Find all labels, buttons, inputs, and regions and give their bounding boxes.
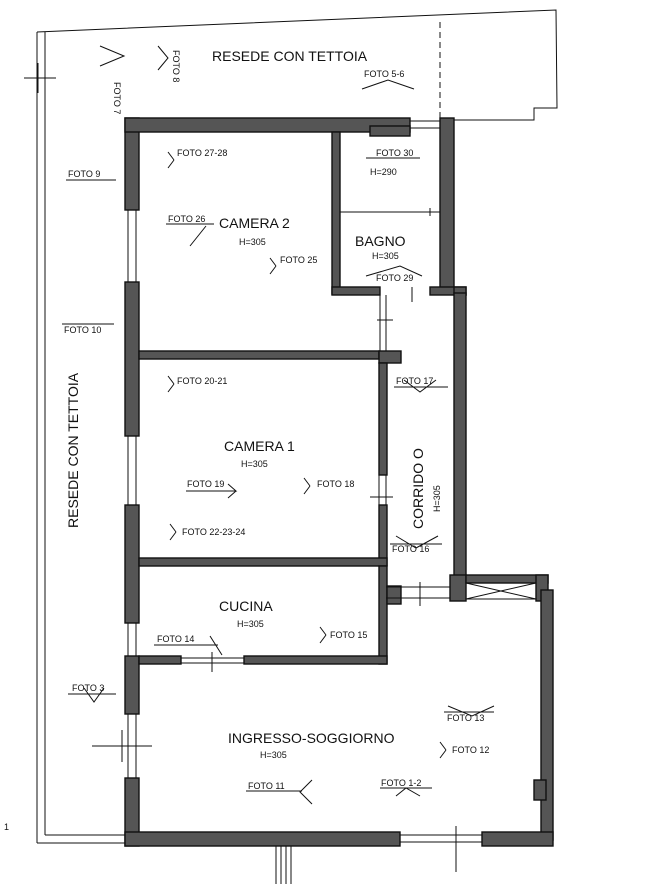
label-resede-left: RESEDE CON TETTOIA — [65, 372, 81, 528]
walls — [124, 117, 554, 847]
label-cucina: CUCINA — [219, 598, 273, 614]
label-foto-14: FOTO 14 — [157, 634, 194, 644]
label-camera-2: CAMERA 2 — [219, 215, 290, 231]
label-foto-27-28: FOTO 27-28 — [177, 148, 227, 158]
height-soggiorno: H=305 — [260, 750, 287, 760]
label-foto-29: FOTO 29 — [376, 273, 413, 283]
label-foto-9: FOTO 9 — [68, 169, 100, 179]
label-foto-1-2: FOTO 1-2 — [381, 778, 421, 788]
label-foto-10: FOTO 10 — [64, 325, 101, 335]
height-corridoio: H=305 — [432, 485, 442, 512]
height-bagno: H=305 — [372, 251, 399, 261]
property-boundary — [24, 9, 558, 844]
height-cucina: H=305 — [237, 619, 264, 629]
photo-markers — [62, 45, 495, 805]
label-foto-11: FOTO 11 — [248, 781, 285, 791]
label-camera-1: CAMERA 1 — [224, 438, 295, 454]
label-foto-17: FOTO 17 — [396, 376, 433, 386]
label-foto-16: FOTO 16 — [392, 544, 429, 554]
label-resede-top: RESEDE CON TETTOIA — [212, 48, 368, 64]
label-foto-7: FOTO 7 — [112, 82, 122, 114]
height-bagno-top: H=290 — [370, 167, 397, 177]
label-foto-12: FOTO 12 — [452, 745, 489, 755]
label-foto-30: FOTO 30 — [376, 148, 413, 158]
height-camera-1: H=305 — [241, 459, 268, 469]
label-foto-19: FOTO 19 — [187, 479, 224, 489]
label-foto-5-6: FOTO 5-6 — [364, 69, 404, 79]
label-corridoio: CORRIDO O — [410, 448, 426, 529]
height-camera-2: H=305 — [239, 237, 266, 247]
label-bagno: BAGNO — [355, 233, 406, 249]
room-labels: RESEDE CON TETTOIA RESEDE CON TETTOIA CA… — [65, 48, 442, 760]
label-foto-26: FOTO 26 — [168, 214, 205, 224]
windows — [92, 120, 537, 884]
label-foto-3: FOTO 3 — [72, 683, 104, 693]
label-foto-8: FOTO 8 — [171, 50, 181, 82]
label-foto-25: FOTO 25 — [280, 255, 317, 265]
corner-mark: 1 — [4, 822, 9, 832]
label-ingresso-soggiorno: INGRESSO-SOGGIORNO — [228, 730, 395, 746]
label-foto-15: FOTO 15 — [330, 630, 367, 640]
label-foto-22-23-24: FOTO 22-23-24 — [182, 527, 245, 537]
photo-labels: FOTO 7 FOTO 8 FOTO 5-6 FOTO 9 FOTO 27-28… — [4, 50, 489, 832]
label-foto-18: FOTO 18 — [317, 479, 354, 489]
label-foto-13: FOTO 13 — [447, 713, 484, 723]
label-foto-20-21: FOTO 20-21 — [177, 376, 227, 386]
